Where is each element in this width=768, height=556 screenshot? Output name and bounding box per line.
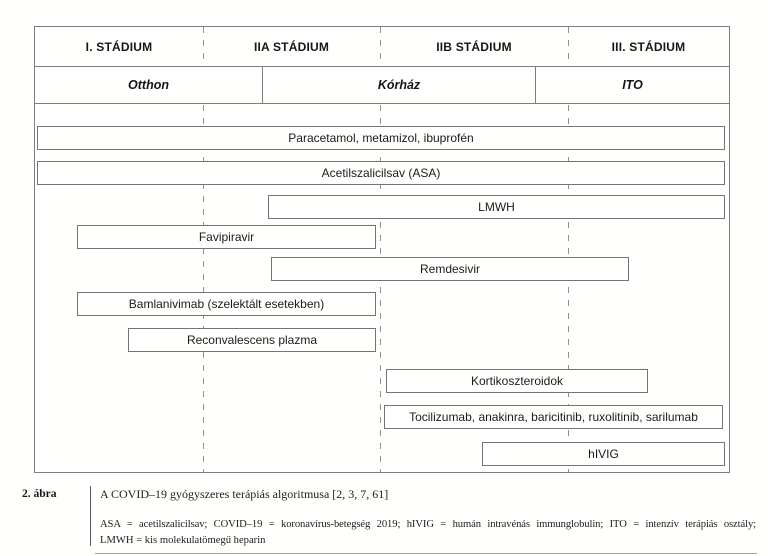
figure-caption-title: A COVID–19 gyógyszeres terápiás algoritm… [100, 487, 389, 501]
drug-bar-asa: Acetilszalicilsav (ASA) [37, 161, 725, 185]
figure-number-label: 2. ábra [22, 488, 57, 500]
stage-header-2b: IIB STÁDIUM [436, 39, 512, 54]
drug-bar-favipiravir: Favipiravir [77, 225, 376, 249]
figure-abbreviations: ASA = acetilszalicilsav; COVID–19 = koro… [100, 517, 756, 549]
drug-bar-lmwh: LMWH [268, 195, 725, 219]
abbreviations-line-2: LMWH = kis molekulatömegű heparin [100, 535, 266, 546]
stage-header-3: III. STÁDIUM [611, 39, 686, 54]
location-home: Otthon [128, 78, 169, 92]
stage-dashed-separator-2 [380, 27, 381, 472]
location-hospital: Kórház [262, 67, 536, 103]
drug-bar-plazma: Reconvalescens plazma [128, 328, 376, 352]
location-icu: ITO [622, 78, 643, 92]
stage-header-2a: IIA STÁDIUM [253, 39, 330, 54]
drug-bar-paracetamol: Paracetamol, metamizol, ibuprofén [37, 126, 725, 150]
location-row: Otthon Kórház ITO [35, 66, 729, 104]
therapy-algorithm-figure: I. STÁDIUM IIA STÁDIUM IIB STÁDIUM III. … [34, 26, 730, 473]
stage-header-1: I. STÁDIUM [85, 39, 153, 54]
drug-bar-bamlanivimab: Bamlanivimab (szelektált esetekben) [77, 292, 376, 316]
caption-bottom-rule [95, 553, 757, 554]
caption-divider-rule [90, 486, 91, 546]
stage-header-row: I. STÁDIUM IIA STÁDIUM IIB STÁDIUM III. … [35, 27, 729, 66]
drug-bar-remdesivir: Remdesivir [271, 257, 629, 281]
drug-bar-tocilizumab: Tocilizumab, anakinra, baricitinib, ruxo… [384, 405, 723, 429]
stage-dashed-separator-1 [203, 27, 204, 472]
abbreviations-line-1: ASA = acetilszalicilsav; COVID–19 = koro… [100, 519, 756, 530]
drug-bar-kortikoszteroid: Kortikoszteroidok [386, 369, 648, 393]
drug-bar-hivig: hIVIG [482, 442, 725, 466]
stage-dashed-separator-3 [568, 27, 569, 472]
